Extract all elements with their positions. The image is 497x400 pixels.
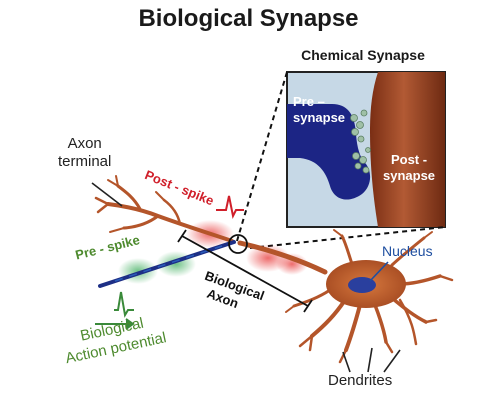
- synapse-highlight-circle: [228, 234, 248, 254]
- nucleus-label: Nucleus: [382, 243, 433, 259]
- chemical-synapse-inset: [286, 71, 446, 228]
- dendrites-arrows: [342, 347, 401, 373]
- axon-terminal-label: Axon terminal: [58, 135, 111, 171]
- axon: [98, 240, 236, 288]
- post-synapse-cell: [370, 72, 445, 227]
- pre-synapse-label: Pre – synapse: [293, 94, 345, 127]
- dendrites-label: Dendrites: [328, 372, 393, 389]
- action-potential-icon: [95, 291, 135, 330]
- chemical-synapse-title: Chemical Synapse: [301, 47, 425, 63]
- post-synapse-label-line1: Post -: [390, 152, 428, 167]
- axon-terminal-label-line1: Axon: [67, 135, 102, 152]
- page-title: Biological Synapse: [138, 5, 359, 32]
- axon-terminal-arrow: [91, 182, 123, 207]
- pre-synapse-terminal: [287, 104, 371, 200]
- zoom-connector-lines: [236, 71, 446, 249]
- axon-terminal-branches: [94, 175, 234, 243]
- nucleus-pointer: [369, 261, 389, 282]
- axon-terminal-label-line2: terminal: [58, 153, 112, 170]
- axon-length-arrow: [177, 229, 313, 313]
- post-spike-waveform: [216, 195, 244, 220]
- dendrite-branches: [285, 229, 454, 364]
- vesicles: [350, 109, 371, 174]
- axon-to-soma: [237, 240, 328, 275]
- post-synapse-label-line2: synapse: [383, 168, 436, 184]
- neuron: [237, 229, 454, 364]
- post-synapse-label: Post - synapse: [383, 152, 435, 185]
- pre-synapse-label-line1: Pre –: [293, 94, 325, 109]
- pre-synapse-label-line2: synapse: [293, 110, 346, 126]
- nucleus-shape: [348, 277, 376, 293]
